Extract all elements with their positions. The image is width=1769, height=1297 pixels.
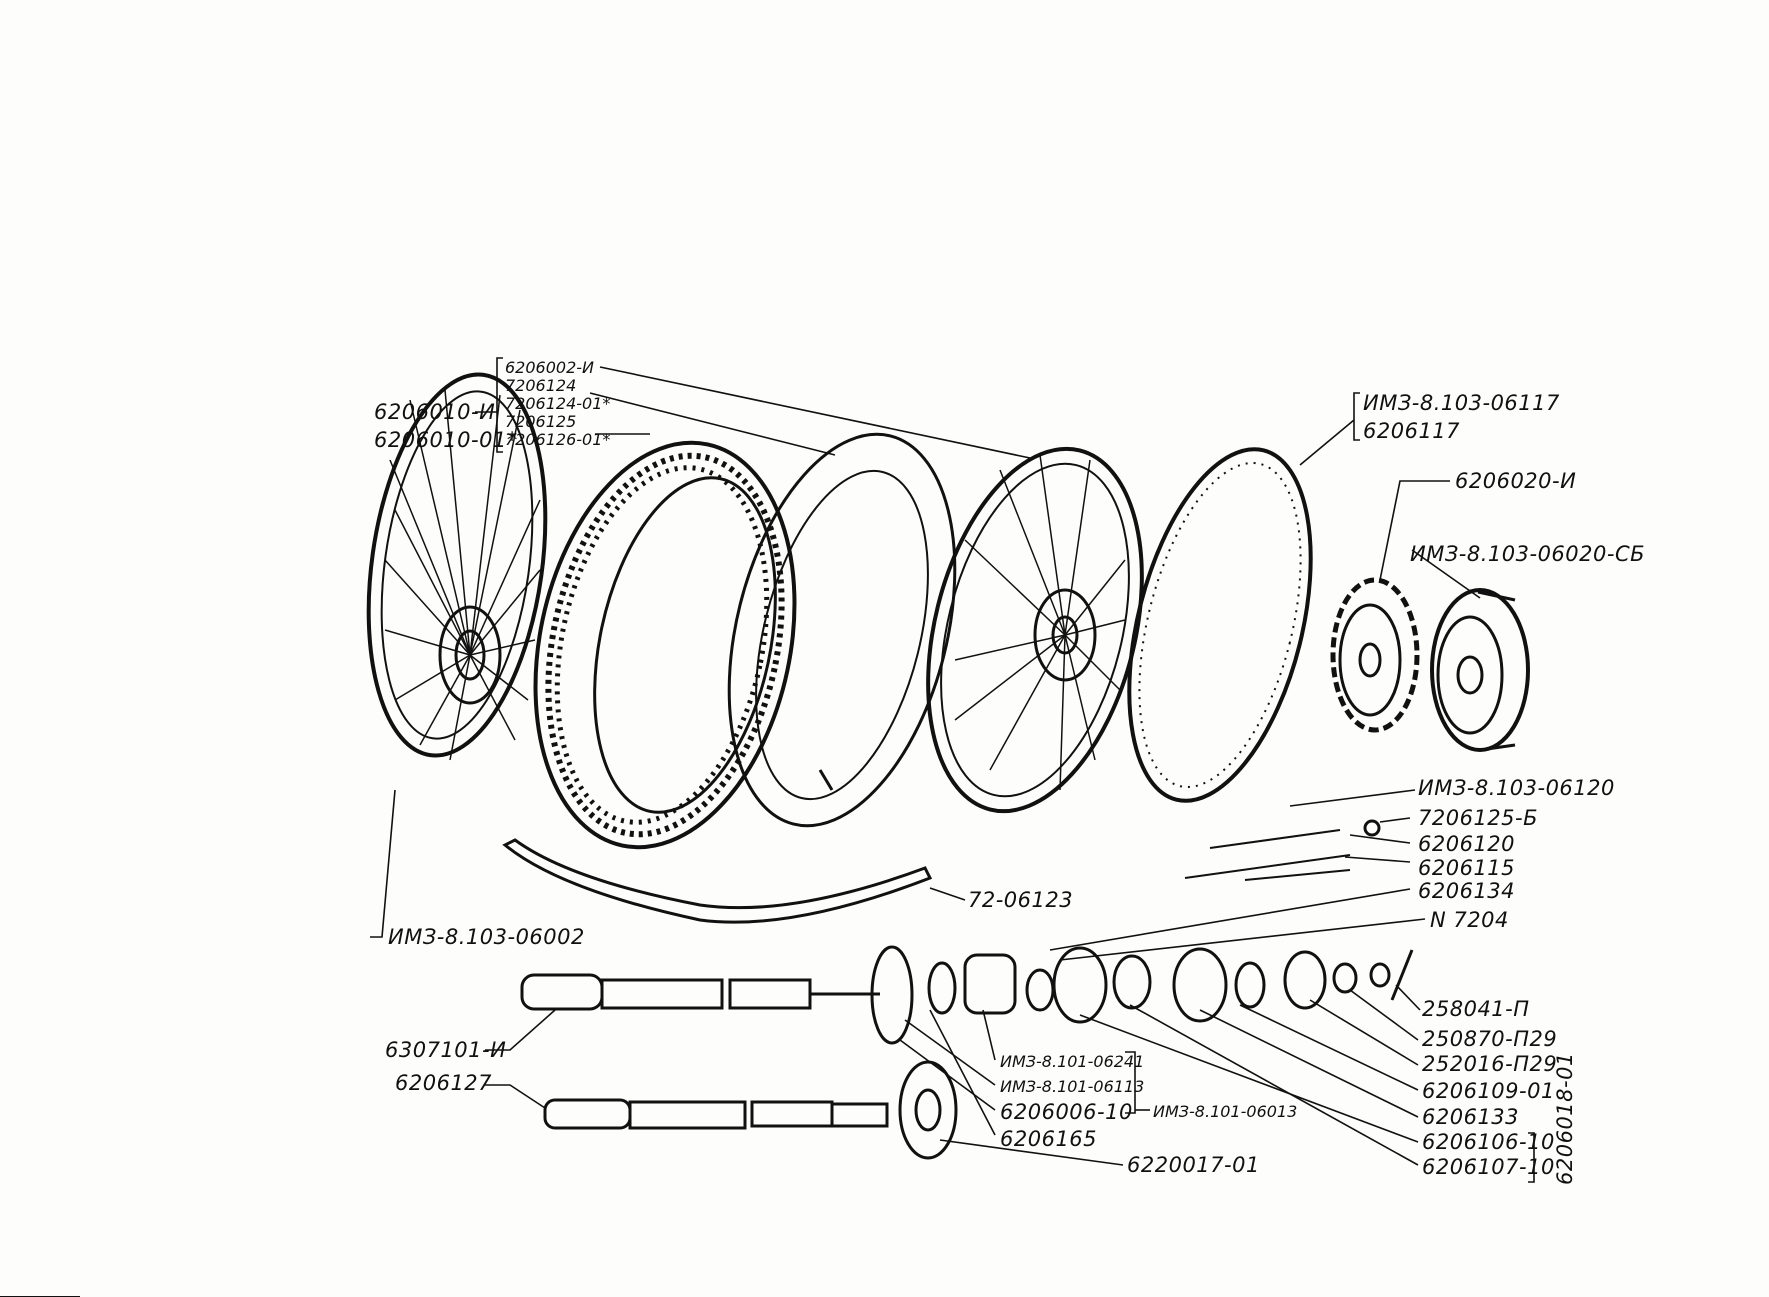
label-imz-06002: ИМЗ-8.103-06002 — [388, 925, 585, 949]
label-7206125: 7206125 — [505, 412, 576, 431]
rim-tape — [502, 838, 933, 924]
label-imz-06117: ИМЗ-8.103-06117 — [1363, 391, 1560, 415]
label-7206126-01: 7206126-01* — [505, 430, 610, 449]
tire — [533, 440, 797, 850]
right-group-labels: 258041-П 250870-П29 252016-П29 6206109-0… — [1422, 997, 1557, 1179]
label-imz-06013: ИМЗ-8.101-06013 — [1153, 1102, 1297, 1121]
label-6206120: 6206120 — [1418, 832, 1515, 856]
label-6206107-10: 6206107-10 — [1422, 1155, 1555, 1179]
label-6206115: 6206115 — [1418, 856, 1515, 880]
label-258041: 258041-П — [1422, 997, 1530, 1021]
label-brake-drum: ИМЗ-8.103-06020-СБ — [1410, 542, 1645, 566]
label-7206124-01: 7206124-01* — [505, 394, 610, 413]
drawing-number: 6206018-01 — [1553, 1052, 1577, 1185]
label-6307101: 6307101-И — [385, 1038, 506, 1062]
label-72-06123: 72-06123 — [968, 888, 1073, 912]
label-n7204: N 7204 — [1430, 908, 1509, 932]
label-6206127: 6206127 — [395, 1071, 492, 1095]
label-6206002: 6206002-И — [505, 358, 594, 377]
axle-lower — [543, 1098, 889, 1130]
label-252016: 252016-П29 — [1422, 1052, 1557, 1076]
label-7206125-b: 7206125-Б — [1418, 806, 1538, 830]
tire-group-labels: 6206002-И 7206124 7206124-01* 7206125 72… — [505, 358, 610, 449]
label-imz-06241: ИМЗ-8.101-06241 — [1000, 1052, 1144, 1071]
sprocket-hub — [1330, 577, 1420, 733]
label-6206006-10: 6206006-10 — [1000, 1100, 1133, 1124]
label-6206117: 6206117 — [1363, 419, 1460, 443]
hub-internals — [870, 945, 1414, 1160]
label-6206109-01: 6206109-01 — [1422, 1079, 1555, 1103]
leader-lines — [370, 357, 1535, 1183]
label-imz-06120: ИМЗ-8.103-06120 — [1418, 776, 1615, 800]
label-6206134: 6206134 — [1418, 879, 1515, 903]
label-6220017-01: 6220017-01 — [1127, 1153, 1260, 1177]
brake-drum — [1430, 588, 1530, 752]
label-imz-06113: ИМЗ-8.101-06113 — [1000, 1077, 1144, 1096]
label-6206133: 6206133 — [1422, 1105, 1519, 1129]
spokes — [1184, 819, 1381, 881]
inner-tube — [727, 432, 957, 828]
label-6206010-01: 6206010-01* — [374, 428, 518, 452]
label-6206165: 6206165 — [1000, 1127, 1097, 1151]
axle-upper — [520, 973, 880, 1011]
label-6206010: 6206010-И — [374, 400, 495, 424]
label-7206124: 7206124 — [505, 376, 576, 395]
rim — [1127, 447, 1313, 803]
hub-left-labels: ИМЗ-8.101-06241 ИМЗ-8.101-06113 6206006-… — [1000, 1052, 1144, 1151]
label-250870: 250870-П29 — [1422, 1027, 1557, 1051]
label-6206106-10: 6206106-10 — [1422, 1130, 1555, 1154]
spoked-wheel-left — [366, 372, 548, 761]
label-6206020: 6206020-И — [1455, 469, 1576, 493]
spoke-group-labels: ИМЗ-8.103-06120 7206125-Б 6206120 620611… — [1418, 776, 1615, 932]
